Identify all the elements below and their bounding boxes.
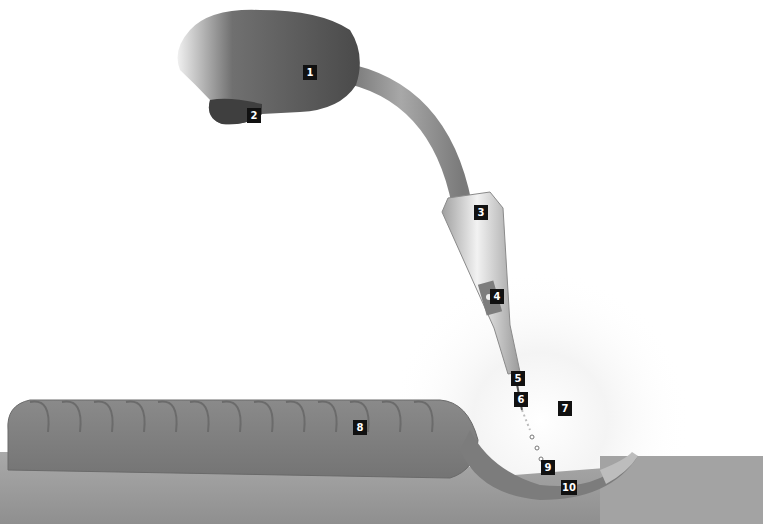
callout-number: 2	[247, 108, 261, 123]
callout-number: 9	[541, 460, 555, 475]
callout-number: 3	[474, 205, 488, 220]
torch-neck	[340, 72, 462, 205]
bead-ripples	[30, 402, 433, 432]
torch-handle	[178, 10, 360, 124]
callout-number: 6	[514, 392, 528, 407]
callout-number: 5	[511, 371, 525, 386]
arc	[522, 410, 530, 430]
trigger	[209, 99, 262, 125]
weld-bead	[8, 400, 478, 478]
torch-nozzle	[442, 192, 520, 374]
callout-number: 10	[561, 480, 577, 495]
pool-edge	[600, 452, 638, 484]
weld-pool	[460, 430, 638, 500]
callout-number: 8	[353, 420, 367, 435]
callout-number: 4	[490, 289, 504, 304]
callout-number: 1	[303, 65, 317, 80]
callout-number: 7	[558, 401, 572, 416]
metal-droplets	[530, 435, 543, 461]
